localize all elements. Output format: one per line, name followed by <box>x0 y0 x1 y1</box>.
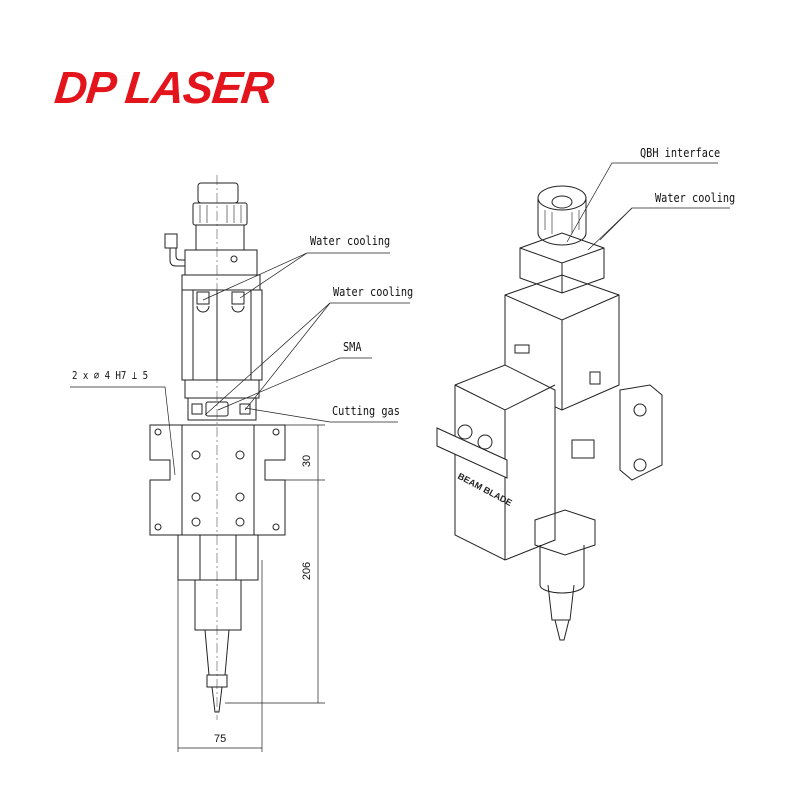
label-sma: SMA <box>343 339 362 354</box>
label-iso-water-cooling: Water cooling <box>655 190 736 205</box>
dimension-75: 75 <box>214 733 227 745</box>
label-water-cooling-upper: Water cooling <box>310 233 391 248</box>
dimension-30: 30 <box>301 454 314 468</box>
iso-view: BEAM BLADE <box>437 163 730 640</box>
dimension-206: 206 <box>301 561 314 581</box>
label-qbh-interface: QBH interface <box>640 145 721 160</box>
label-water-cooling-lower: Water cooling <box>333 284 414 299</box>
label-cutting-gas: Cutting gas <box>332 403 400 418</box>
front-view <box>70 175 410 752</box>
label-pin-hole: 2 x ∅ 4 H7 ⊥ 5 <box>72 369 149 382</box>
